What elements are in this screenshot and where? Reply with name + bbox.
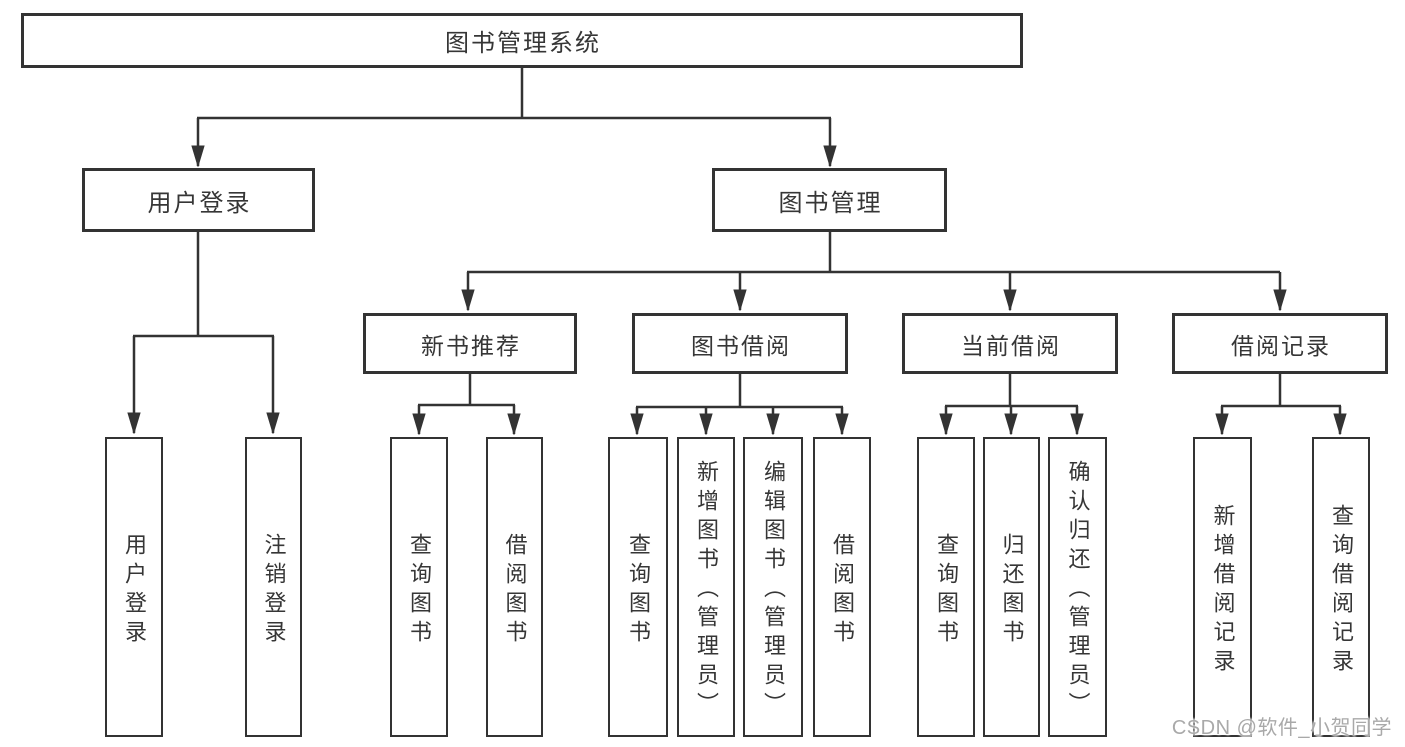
node-leaf-edit-books-admin: 编辑图书（管理员） <box>743 437 803 737</box>
node-label: 当前借阅 <box>961 332 1061 359</box>
connector-book-management-to-level2 <box>467 232 1280 310</box>
node-leaf-borrow-books-2: 借阅图书 <box>813 437 871 737</box>
node-label: 用户登录 <box>122 532 147 649</box>
node-leaf-user-login: 用户登录 <box>105 437 163 737</box>
node-label: 图书管理系统 <box>445 30 601 57</box>
connector-borrowing-records-to-leaves <box>1221 374 1341 434</box>
node-label: 查询图书 <box>626 532 651 649</box>
node-label: 新书推荐 <box>421 332 521 359</box>
node-label: 新增借阅记录 <box>1210 503 1236 678</box>
connector-new-book-recommendation-to-leaves <box>418 374 515 434</box>
node-leaf-add-books-admin: 新增图书（管理员） <box>677 437 735 737</box>
node-borrowing-records: 借阅记录 <box>1172 313 1388 374</box>
node-label: 查询借阅记录 <box>1329 503 1354 678</box>
node-label: 查询图书 <box>934 532 959 649</box>
node-label: 编辑图书（管理员） <box>761 460 786 721</box>
node-leaf-query-borrow-record: 查询借阅记录 <box>1312 437 1370 737</box>
connector-book-borrowing-to-leaves <box>636 374 843 434</box>
node-label: 注销登录 <box>261 532 287 649</box>
node-label: 图书管理 <box>778 189 883 217</box>
connector-user-login-to-leaves <box>133 232 274 433</box>
node-label: 新增图书（管理员） <box>694 460 719 721</box>
node-root-book-management-system: 图书管理系统 <box>21 13 1023 68</box>
node-label: 用户登录 <box>147 189 252 217</box>
node-new-book-recommendation: 新书推荐 <box>363 313 577 374</box>
node-label: 归还图书 <box>999 532 1025 649</box>
node-leaf-add-borrow-record: 新增借阅记录 <box>1193 437 1252 737</box>
node-leaf-borrow-books-1: 借阅图书 <box>486 437 543 737</box>
node-label: 借阅图书 <box>502 532 528 649</box>
node-label: 借阅图书 <box>830 532 855 649</box>
node-leaf-return-books: 归还图书 <box>983 437 1040 737</box>
connector-root-to-level1 <box>197 68 831 166</box>
node-book-management: 图书管理 <box>712 168 947 232</box>
node-label: 确认归还（管理员） <box>1065 460 1091 721</box>
node-leaf-query-books-3: 查询图书 <box>917 437 975 737</box>
node-leaf-query-books-2: 查询图书 <box>608 437 668 737</box>
node-leaf-logout: 注销登录 <box>245 437 302 737</box>
node-label: 查询图书 <box>407 532 432 649</box>
connector-current-borrowing-to-leaves <box>945 374 1078 434</box>
node-label: 图书借阅 <box>691 332 791 359</box>
node-leaf-query-books-1: 查询图书 <box>390 437 448 737</box>
node-current-borrowing: 当前借阅 <box>902 313 1118 374</box>
node-leaf-confirm-return-admin: 确认归还（管理员） <box>1048 437 1107 737</box>
node-label: 借阅记录 <box>1231 332 1331 359</box>
node-user-login: 用户登录 <box>82 168 315 232</box>
node-book-borrowing: 图书借阅 <box>632 313 848 374</box>
csdn-watermark: CSDN @软件_小贺同学 <box>1171 717 1392 739</box>
